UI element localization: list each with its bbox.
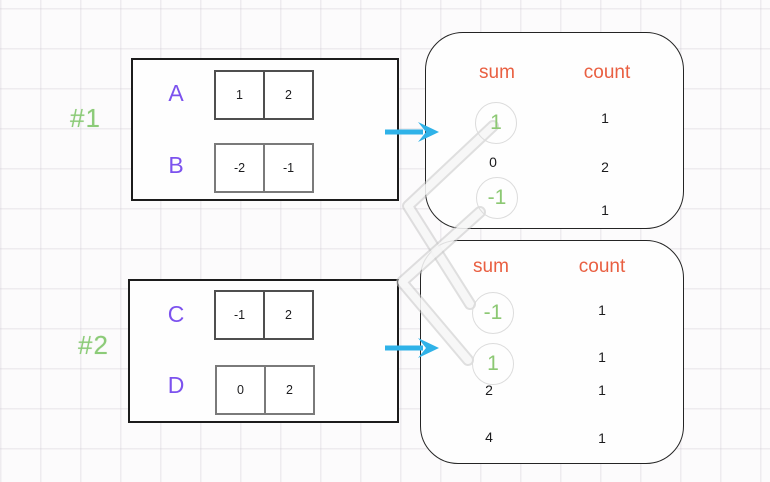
example-1-sum-highlight-circle: -1 xyxy=(476,177,518,219)
example-2-row-0-sum: -1 xyxy=(483,301,503,324)
example-1-row-1-sum: 0 xyxy=(489,154,497,170)
example-1-sum-highlight-circle: 1 xyxy=(475,102,517,144)
array-b-cell-1: -1 xyxy=(263,143,314,193)
example-2-sum-highlight-circle: -1 xyxy=(472,292,514,334)
array-c-label: C xyxy=(167,301,185,327)
example-2-row-2-count: 1 xyxy=(598,382,606,398)
array-a-cell-0: 1 xyxy=(214,70,265,120)
example-2-result-box: sum count -1 1 1 1 2 1 4 1 xyxy=(420,240,684,464)
example-2-row-1-sum: 1 xyxy=(487,352,499,375)
example-2-count-header: count xyxy=(578,256,626,277)
arrow-right-icon xyxy=(385,338,439,358)
array-b-label: B xyxy=(168,152,184,178)
example-2-label: #2 xyxy=(78,330,109,360)
array-d-cell-0: 0 xyxy=(215,365,266,415)
example-1-row-2-sum: -1 xyxy=(487,186,507,209)
example-2-row-0-count: 1 xyxy=(598,302,606,318)
example-1-input-box: A 1 2 B -2 -1 xyxy=(131,58,399,201)
array-c: -1 2 xyxy=(214,290,314,340)
example-1-count-header: count xyxy=(583,62,631,83)
example-2-sum-header: sum xyxy=(473,256,509,277)
example-2-row-1-count: 1 xyxy=(598,349,606,365)
array-d-label: D xyxy=(167,372,185,398)
example-2-row-3-count: 1 xyxy=(598,430,606,446)
example-2-row-3-sum: 4 xyxy=(485,429,493,445)
example-1-row-1-count: 2 xyxy=(601,159,609,175)
array-b-cell-0: -2 xyxy=(214,143,265,193)
array-c-cell-0: -1 xyxy=(214,290,265,340)
array-d-cell-1: 2 xyxy=(264,365,315,415)
arrow-right-icon xyxy=(385,122,439,142)
example-2-row-2-sum: 2 xyxy=(485,382,493,398)
example-1-row-2-count: 1 xyxy=(601,202,609,218)
array-c-cell-1: 2 xyxy=(263,290,314,340)
array-b: -2 -1 xyxy=(214,143,314,193)
array-a: 1 2 xyxy=(214,70,314,120)
example-1-row-0-count: 1 xyxy=(601,110,609,126)
example-2-input-box: C -1 2 D 0 2 xyxy=(128,279,399,423)
example-1-result-box: sum count 1 1 0 2 -1 1 xyxy=(425,32,684,229)
example-1-label: #1 xyxy=(70,103,101,133)
array-d: 0 2 xyxy=(215,365,315,415)
example-1-row-0-sum: 1 xyxy=(490,111,502,134)
example-1-sum-header: sum xyxy=(479,62,515,83)
example-2-sum-highlight-circle: 1 xyxy=(472,343,514,385)
array-a-label: A xyxy=(168,80,184,106)
array-a-cell-1: 2 xyxy=(263,70,314,120)
